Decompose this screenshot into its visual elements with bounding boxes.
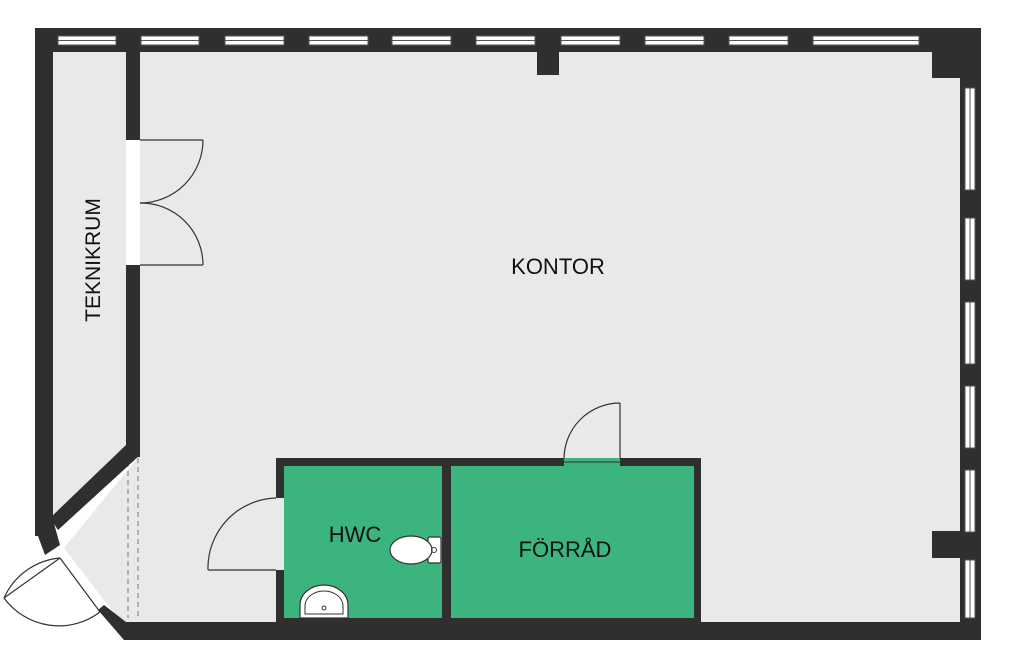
wall-hwc-left-lower — [276, 570, 284, 622]
teknikrum-floor — [52, 52, 126, 520]
wall-pillar-right — [932, 531, 960, 558]
door-swing-icon — [3, 557, 101, 627]
wall-teknikrum-upper — [126, 52, 140, 140]
doors — [3, 139, 621, 627]
wall-teknikrum-angled — [50, 445, 140, 530]
wall-wet-top-right — [620, 458, 701, 466]
door-swing-icon — [563, 402, 621, 461]
wall-left — [35, 28, 53, 536]
wall-pillar-top — [537, 52, 559, 75]
room-label-kontor: KONTOR — [511, 254, 605, 279]
door-swing-icon — [207, 497, 277, 571]
wall-wet-top-left — [276, 458, 564, 466]
sink-icon — [299, 584, 349, 619]
floors — [52, 52, 960, 622]
door-swing-icon — [139, 139, 204, 266]
room-label-teknikrum: TEKNIKRUM — [82, 198, 105, 322]
wall-left-angled — [35, 520, 60, 555]
wall-teknikrum-lower — [126, 265, 140, 457]
room-label-forrad: FÖRRÅD — [519, 537, 612, 562]
wall-forrad-right — [694, 458, 701, 622]
toilet-icon — [389, 535, 442, 565]
wall-hwc-forrad — [442, 458, 451, 622]
room-label-hwc: HWC — [329, 522, 382, 547]
opening-line — [127, 458, 139, 618]
wall-wet-bottom — [276, 618, 701, 624]
wall-hwc-left-upper — [276, 458, 284, 498]
forrad-floor — [451, 466, 694, 622]
